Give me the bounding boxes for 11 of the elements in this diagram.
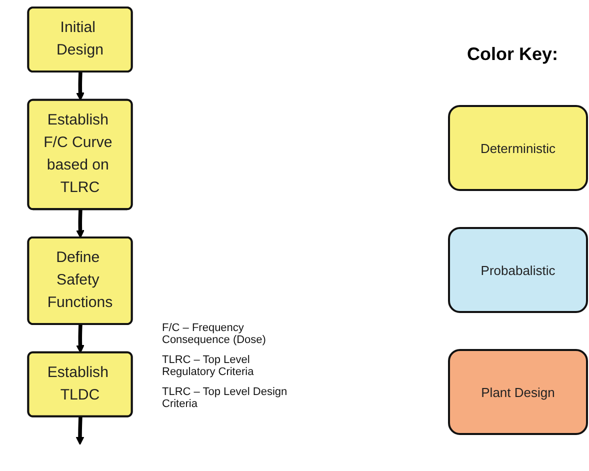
legend-title: Color Key: bbox=[466, 44, 559, 65]
arrow bbox=[76, 210, 84, 238]
legend-swatch: Probabalistic bbox=[448, 227, 588, 313]
abbreviation-note: TLRC – Top Level Regulatory Criteria bbox=[162, 354, 255, 378]
abbreviation-note: F/C – Frequency Consequence (Dose) bbox=[162, 322, 267, 346]
abbreviation-note: TLRC – Top Level Design Criteria bbox=[162, 386, 288, 410]
arrow bbox=[76, 324, 84, 354]
arrow bbox=[76, 72, 84, 101]
legend-swatch: Plant Design bbox=[448, 349, 588, 435]
legend-swatch: Deterministic bbox=[448, 105, 588, 191]
arrow bbox=[76, 416, 84, 445]
